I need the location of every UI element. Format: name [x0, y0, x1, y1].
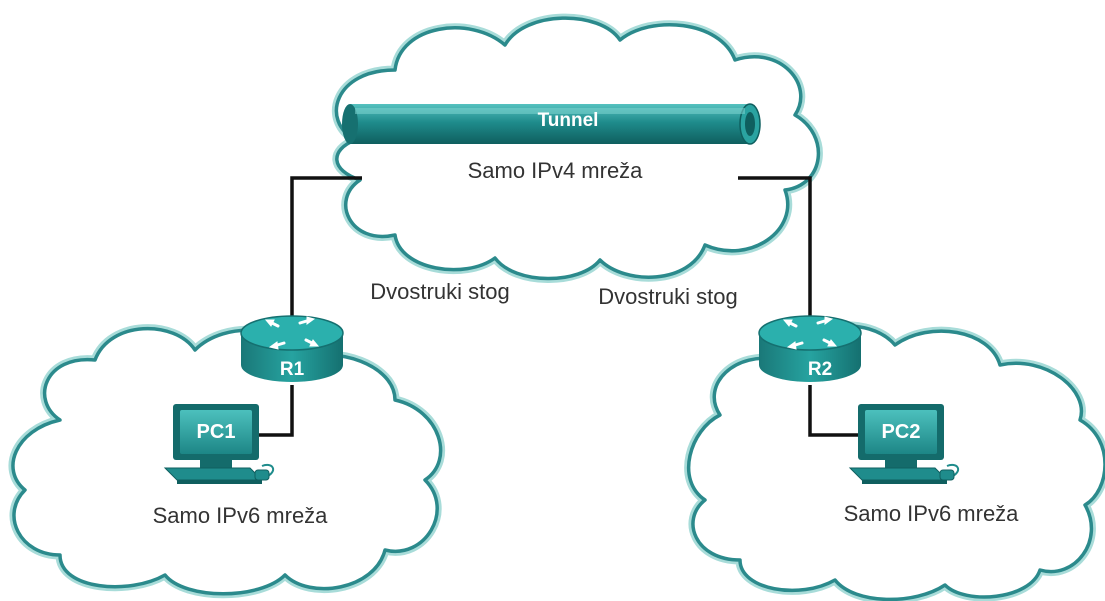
ipv4-cloud [332, 13, 823, 283]
router-icon [758, 315, 862, 382]
pc2-label: PC2 [882, 421, 921, 443]
dual-stack-label-left: Dvostruki stog [370, 279, 509, 304]
pc1-label: PC1 [197, 421, 236, 443]
router-icon [240, 315, 344, 382]
right-ipv6-cloud-label: Samo IPv6 mreža [844, 501, 1020, 526]
r2-ipv4-link [738, 176, 812, 318]
pc-icon [163, 404, 275, 484]
router-r2: R2 [758, 315, 862, 382]
tunnel-label: Tunnel [538, 110, 599, 131]
dual-stack-label-right: Dvostruki stog [598, 284, 737, 309]
r2-pc2-link [808, 385, 862, 437]
ipv4-cloud-label: Samo IPv4 mreža [468, 158, 644, 183]
pc-icon [848, 404, 960, 484]
router-r1-label: R1 [280, 359, 305, 380]
network-links [258, 176, 862, 437]
pc1: PC1 [163, 404, 275, 484]
r1-pc1-link [258, 385, 294, 437]
left-ipv6-cloud-label: Samo IPv6 mreža [153, 503, 329, 528]
pc2: PC2 [848, 404, 960, 484]
r1-ipv4-link [290, 176, 362, 318]
router-r1: R1 [240, 315, 344, 382]
tunnel-pipe-icon [342, 103, 761, 145]
router-r2-label: R2 [808, 359, 832, 380]
